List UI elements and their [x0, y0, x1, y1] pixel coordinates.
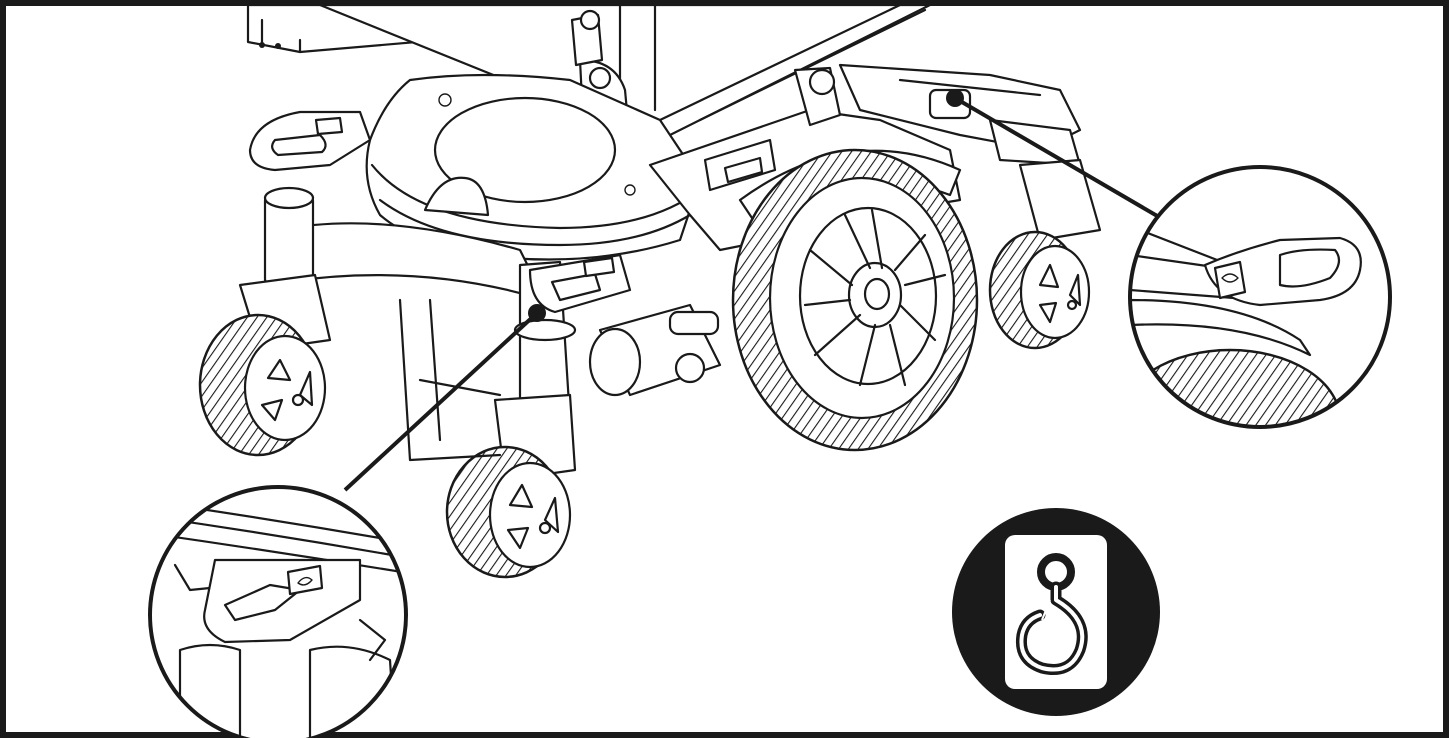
rear-leader-line: [953, 96, 1197, 240]
rear-caster: [988, 158, 1102, 350]
rear-tiedown-detail-callout: [1128, 165, 1392, 429]
front-tiedown-detail-callout: [148, 485, 408, 738]
left-caster: [198, 273, 332, 457]
front-leader-line: [343, 311, 539, 492]
left-tiedown-bracket: [248, 110, 372, 172]
lower-frame: [398, 298, 502, 462]
center-tiedown-bracket: [528, 253, 632, 322]
seat-base: [365, 73, 702, 261]
tiedown-hook-symbol: [952, 508, 1160, 716]
drive-wheel: [731, 148, 979, 452]
front-arm: [263, 186, 577, 427]
wheelchair-base: [198, 3, 1102, 579]
hook-icon: [1015, 553, 1088, 675]
drive-motor: [588, 303, 722, 397]
center-caster: [445, 393, 577, 579]
